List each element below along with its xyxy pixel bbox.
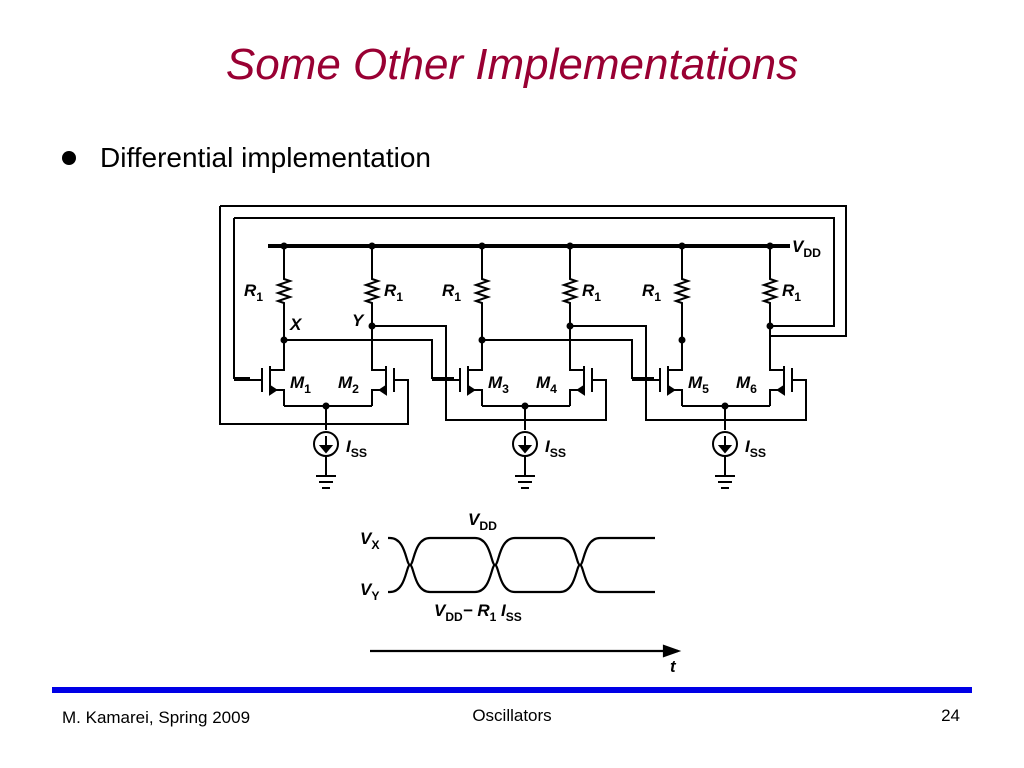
ground-icon [715,456,735,489]
transistor-label-m1: M1 [290,373,311,396]
feedback-left-inner [233,218,250,379]
junction-dot [678,242,686,250]
time-arrow-icon [662,644,682,658]
resistor-2 [362,246,382,336]
current-source-label-1: ISS [346,437,367,460]
circuit-wires [219,205,847,489]
resistor-label-1: R1 [244,281,263,304]
transistor-m3 [467,362,483,406]
source-arrow-icon [667,384,676,396]
resistor-5 [672,246,692,336]
transistor-label-m2: M2 [338,373,359,396]
resistor-1 [274,246,294,336]
waveform-vy-label: VY [360,580,380,603]
gate-m4 [591,368,607,406]
source-arrow-icon [269,384,278,396]
resistor-label-3: R1 [442,281,461,304]
transistor-m4 [569,362,585,406]
transistor-m6 [769,362,785,406]
page-number: 24 [941,706,960,725]
source-arrow-icon [467,384,476,396]
coupling-stage2-to-m5 [482,339,654,379]
feedback-wire-inner [234,217,835,327]
gate-m2 [393,368,409,406]
vdd-label: VDD [792,237,821,260]
footer-rule [52,687,972,693]
resistor-label-2: R1 [384,281,403,304]
transistor-label-m3: M3 [488,373,509,396]
resistor-label-6: R1 [782,281,801,304]
junction-dot [280,242,288,250]
slide-title: Some Other Implementations [225,40,799,89]
resistor-label-5: R1 [642,281,661,304]
gate-m1 [234,368,263,392]
source-arrow-icon [776,384,785,396]
junction-dot [566,242,574,250]
gate-m6 [791,368,807,406]
time-axis-label: t [670,657,677,676]
feedback-wire-outer [220,205,847,337]
ground-icon [316,456,336,489]
junction-dot [478,242,486,250]
bullet-text: Differential implementation [100,142,431,173]
current-source-label-2: ISS [545,437,566,460]
resistor-3 [472,246,492,336]
resistor-6 [760,246,780,336]
feedback-left-outer [219,206,409,425]
coupling-stage2-to-m6 [570,325,807,421]
waveform-low-label: VDD− R1 ISS [434,601,522,624]
bullet-icon [62,151,76,165]
waveform-vx [388,536,655,594]
source-arrow-icon [576,384,585,396]
footer-author: M. Kamarei, Spring 2009 [62,708,251,727]
waveform-vy [388,536,655,594]
transistor-m5 [667,362,683,406]
coupling-x-to-m3 [284,339,454,379]
resistor-4 [560,246,580,336]
node-y-label: Y [352,311,365,330]
current-source-label-3: ISS [745,437,766,460]
current-arrow-icon [717,436,733,454]
junction-dot [368,242,376,250]
coupling-y-to-m4 [372,325,607,421]
current-arrow-icon [318,436,334,454]
transistor-m1 [269,362,285,406]
transistor-label-m4: M4 [536,373,557,396]
junction-dot [766,242,774,250]
node-x-label: X [289,315,303,334]
transistor-label-m6: M6 [736,373,757,396]
waveform-vx-label: VX [360,529,380,552]
waveform-diagram [370,536,682,658]
waveform-high-label: VDD [468,510,497,533]
current-arrow-icon [517,436,533,454]
bullet-item: Differential implementation [62,142,431,174]
junction-dot [766,322,774,330]
ground-icon [515,456,535,489]
resistor-label-4: R1 [582,281,601,304]
source-arrow-icon [378,384,387,396]
transistor-m2 [371,362,387,406]
transistor-label-m5: M5 [688,373,709,396]
